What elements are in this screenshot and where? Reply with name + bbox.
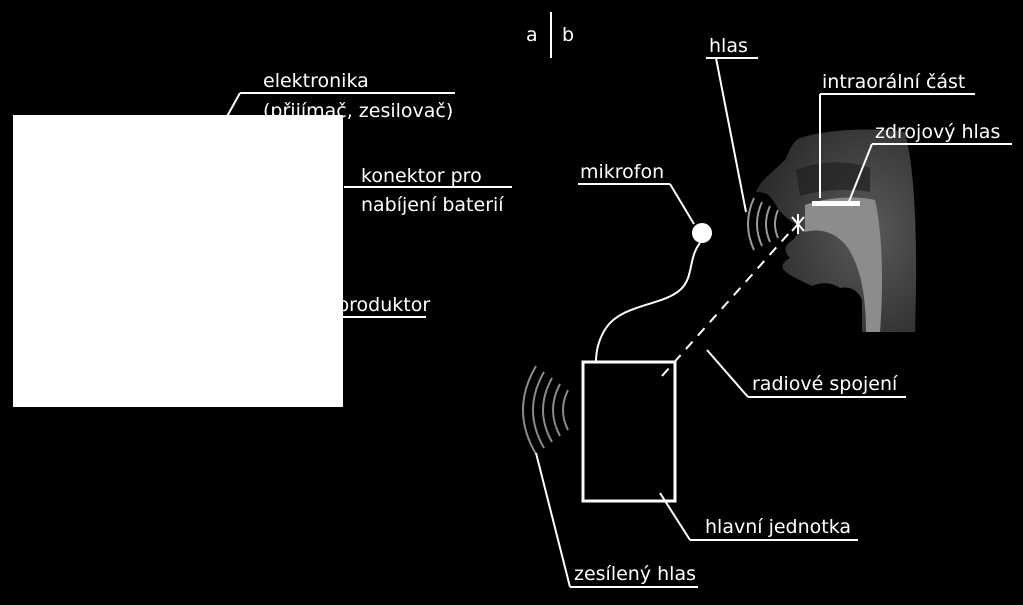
label-speaker: reproduktor	[318, 294, 430, 316]
leader-amplified-voice	[535, 452, 571, 588]
microphone-icon	[692, 223, 712, 243]
label-electronics-line1: elektronika	[263, 70, 369, 92]
leader-radio-link	[706, 349, 749, 398]
head-profile	[756, 129, 917, 332]
main-unit-box	[581, 360, 677, 503]
leader-main-unit	[659, 492, 691, 541]
leader-microphone	[669, 183, 695, 225]
label-voice: hlas	[709, 35, 748, 57]
label-radio-link: radiové spojení	[752, 373, 898, 395]
label-intraoral-part: intraorální část	[822, 71, 965, 93]
label-source-voice: zdrojový hlas	[875, 121, 1000, 143]
voice-waves-icon	[747, 197, 779, 251]
label-amplified-voice: zesílený hlas	[574, 563, 696, 585]
intraoral-device	[812, 201, 860, 206]
microphone-cable	[595, 242, 701, 363]
leader-voice	[715, 57, 747, 213]
label-connector-line1: konektor pro	[361, 165, 482, 187]
image-placeholder	[13, 115, 343, 407]
label-main-unit: hlavní jednotka	[705, 516, 851, 538]
leader-source-voice	[847, 143, 873, 205]
source-voice-icon	[791, 214, 805, 234]
label-microphone: mikrofon	[580, 161, 664, 183]
panel-label-a: a	[526, 24, 538, 46]
radio-link-line	[661, 231, 791, 377]
amplified-voice-waves-icon	[522, 365, 569, 455]
label-connector-line2: nabíjení baterií	[361, 194, 504, 216]
panel-label-b: b	[562, 24, 574, 46]
